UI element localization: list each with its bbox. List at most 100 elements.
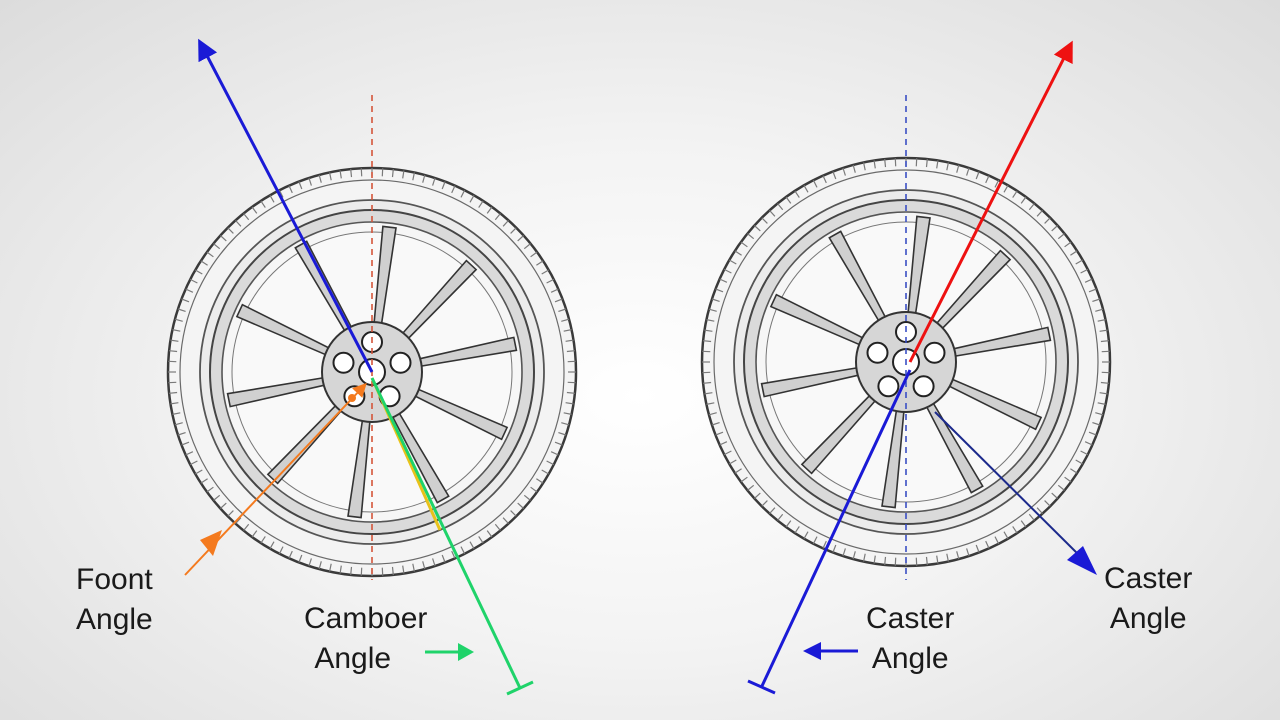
tread-mark <box>441 181 446 190</box>
tread-mark <box>747 233 755 240</box>
tread-mark <box>213 243 221 250</box>
tread-mark <box>206 486 214 493</box>
tread-mark <box>469 541 475 549</box>
tread-mark <box>711 298 720 302</box>
tread-mark <box>946 553 949 562</box>
tread-mark <box>169 391 178 394</box>
tread-mark <box>412 172 415 181</box>
tread-mark <box>1028 513 1035 521</box>
tread-mark <box>785 196 792 204</box>
tread-mark <box>422 561 426 570</box>
tread-mark <box>260 200 266 208</box>
tread-mark <box>769 507 776 515</box>
left-wheel <box>166 166 578 578</box>
tread-mark <box>536 478 544 484</box>
tread-mark <box>269 195 275 203</box>
tread-mark <box>185 451 194 456</box>
tread-mark <box>422 174 426 183</box>
tread-mark <box>308 177 312 186</box>
tread-mark <box>822 540 827 549</box>
tread-mark <box>541 469 549 475</box>
tread-mark <box>517 235 525 242</box>
tread-mark <box>852 551 856 560</box>
tread-mark <box>1003 531 1009 539</box>
tread-mark <box>391 169 394 178</box>
tread-mark <box>251 530 258 538</box>
tread-mark <box>563 329 572 332</box>
tread-mark <box>1064 476 1072 483</box>
tread-mark <box>1051 492 1059 499</box>
caster-angle-center-label-line-2: Angle <box>871 642 949 675</box>
tread-mark <box>523 494 531 501</box>
tread-mark <box>260 536 266 544</box>
tread-mark <box>227 227 234 234</box>
tread-mark <box>729 259 737 265</box>
tread-mark <box>523 243 531 250</box>
tread-mark <box>873 160 876 169</box>
tread-mark <box>339 170 342 179</box>
tire-tread <box>702 158 1110 566</box>
tread-mark <box>185 288 194 293</box>
tread-mark <box>884 159 887 168</box>
tread-mark <box>1084 441 1093 446</box>
tread-mark <box>200 478 208 484</box>
tread-mark <box>189 460 198 466</box>
tread-mark <box>200 260 208 266</box>
tread-mark <box>1100 340 1109 343</box>
tread-mark <box>1012 190 1018 198</box>
tread-mark <box>412 563 415 572</box>
tread-mark <box>510 510 517 517</box>
front-angle-orange-pointer <box>348 394 356 402</box>
tread-mark <box>510 227 517 234</box>
tread-mark <box>391 566 394 575</box>
tread-mark <box>227 510 234 517</box>
left-green-axis-line <box>370 377 522 689</box>
front-angle-arrow-head <box>200 530 222 556</box>
camber-angle-label-line-1: Camboer <box>304 602 428 635</box>
front-angle-label: Foont Angle <box>76 560 153 640</box>
tread-mark <box>1097 319 1106 322</box>
tread-mark <box>723 268 732 274</box>
tread-mark <box>1051 225 1059 232</box>
tread-mark <box>298 554 303 563</box>
camber-angle-green-arrow-head <box>458 643 474 661</box>
tread-mark <box>1036 209 1043 217</box>
tire-sidewall-line <box>179 179 565 565</box>
tread-mark <box>460 546 466 555</box>
tread-mark <box>747 484 755 491</box>
tread-mark <box>170 339 179 342</box>
tread-mark <box>1088 288 1097 293</box>
tread-mark <box>554 298 563 303</box>
tread-mark <box>530 486 538 493</box>
tread-mark <box>1100 381 1109 384</box>
tread-mark <box>740 476 748 483</box>
tread-mark <box>550 288 559 293</box>
tread-mark <box>704 392 713 395</box>
lug-nut <box>389 351 412 374</box>
left-green-axis-end-cap <box>506 680 534 696</box>
tread-mark <box>536 260 544 266</box>
caster-angle-right-label: Caster Angle <box>1104 559 1192 639</box>
tread-mark <box>1095 308 1104 312</box>
tread-mark <box>794 526 800 534</box>
tread-mark <box>1075 459 1083 465</box>
tread-mark <box>251 206 258 214</box>
center-caster-blue-arrow-head <box>803 642 821 660</box>
tread-mark <box>1028 203 1035 211</box>
tread-mark <box>517 502 525 509</box>
right-caster-arrow-head <box>1067 546 1097 575</box>
tread-mark <box>235 219 242 227</box>
tread-mark <box>863 162 866 171</box>
tread-mark <box>1057 233 1065 240</box>
tread-mark <box>777 513 784 521</box>
tread-mark <box>985 540 990 549</box>
tread-mark <box>494 213 501 221</box>
tread-mark <box>561 422 570 426</box>
tread-mark <box>1099 392 1108 395</box>
rim-spokes <box>226 225 518 519</box>
tire-tread <box>168 168 576 576</box>
tread-mark <box>350 566 353 575</box>
lug-nut <box>877 375 900 398</box>
tread-mark <box>925 556 928 565</box>
